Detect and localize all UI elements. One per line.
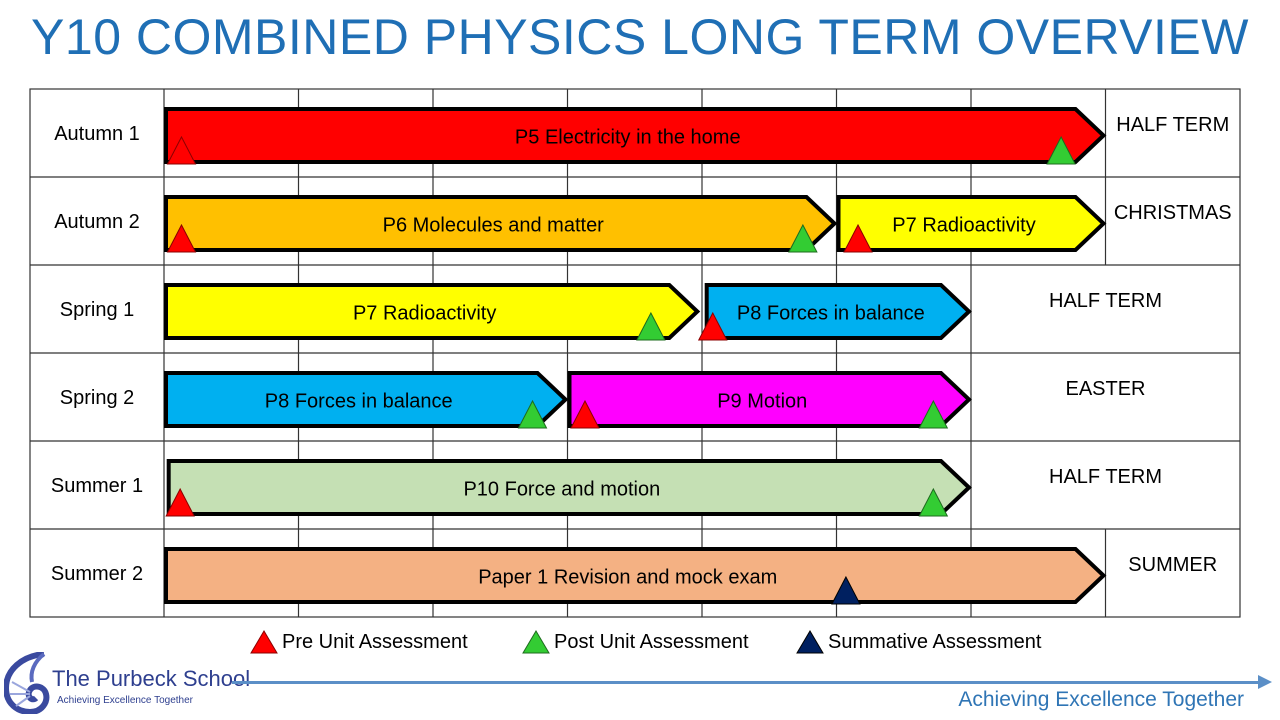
post-assessment-triangle-icon (1046, 135, 1076, 165)
term-label: Summer 1 (51, 475, 143, 497)
footer-rule (232, 681, 1262, 684)
holiday-label: EASTER (1065, 378, 1145, 400)
post-assessment-triangle-icon (517, 399, 548, 429)
summative-triangle-icon (796, 630, 824, 654)
timeline-grid: Autumn 1 HALF TERM P5 Electricity in the h… (29, 88, 1241, 618)
legend-post-label: Post Unit Assessment (554, 630, 749, 653)
pre-assessment-triangle-icon (843, 223, 873, 253)
unit-label: P6 Molecules and matter (383, 215, 605, 237)
holiday-label: SUMMER (1128, 554, 1217, 576)
footer-motto: Achieving Excellence Together (958, 688, 1244, 711)
school-name: The Purbeck School (52, 666, 251, 691)
term-label: Spring 1 (60, 299, 135, 321)
holiday-label: HALF TERM (1116, 114, 1229, 136)
page-title: Y10 COMBINED PHYSICS LONG TERM OVERVIEW (31, 9, 1249, 65)
legend-pre-label: Pre Unit Assessment (282, 630, 468, 653)
term-label: Autumn 2 (54, 211, 140, 233)
unit-bar (836, 195, 1107, 252)
pre-assessment-triangle-icon (697, 311, 728, 341)
legend: Pre Unit Assessment Post Unit Assessment… (0, 630, 1280, 660)
school-tagline: Achieving Excellence Together (57, 695, 194, 706)
post-assessment-triangle-icon (636, 311, 666, 341)
unit-label: Paper 1 Revision and mock exam (478, 567, 777, 589)
post-assessment-triangle-icon (918, 399, 949, 429)
pre-assessment-triangle-icon (166, 223, 197, 253)
unit-label: P7 Radioactivity (353, 303, 496, 325)
unit-bar (164, 371, 569, 428)
legend-pre: Pre Unit Assessment (250, 630, 468, 654)
unit-label: P5 Electricity in the home (515, 127, 741, 149)
legend-post: Post Unit Assessment (522, 630, 749, 654)
arrow-right-icon (1258, 675, 1272, 689)
pre-triangle-icon (250, 630, 278, 654)
pre-assessment-triangle-icon (166, 135, 197, 165)
unit-bar (164, 195, 838, 252)
holiday-label: CHRISTMAS (1114, 202, 1232, 224)
unit-bar (164, 283, 701, 340)
post-assessment-triangle-icon (788, 223, 818, 253)
unit-bar (166, 459, 972, 516)
legend-summative-label: Summative Assessment (828, 630, 1042, 653)
unit-label: P8 Forces in balance (737, 303, 925, 325)
post-assessment-triangle-icon (918, 487, 949, 517)
term-label: Autumn 1 (54, 123, 140, 145)
term-label: Summer 2 (51, 563, 143, 585)
post-triangle-icon (522, 630, 550, 654)
pre-assessment-triangle-icon (165, 487, 195, 517)
unit-bar (567, 371, 972, 428)
legend-summative: Summative Assessment (796, 630, 1041, 654)
unit-label: P8 Forces in balance (265, 391, 453, 413)
unit-label: P10 Force and motion (463, 479, 660, 501)
unit-bar (164, 547, 1107, 604)
pre-assessment-triangle-icon (570, 399, 600, 429)
unit-label: P9 Motion (717, 391, 807, 413)
holiday-label: HALF TERM (1049, 466, 1162, 488)
unit-bar (164, 107, 1107, 164)
school-logo-shell-icon (4, 652, 50, 714)
unit-label: P7 Radioactivity (892, 215, 1035, 237)
term-label: Spring 2 (60, 387, 135, 409)
holiday-label: HALF TERM (1049, 290, 1162, 312)
summative-assessment-triangle-icon (831, 575, 861, 605)
